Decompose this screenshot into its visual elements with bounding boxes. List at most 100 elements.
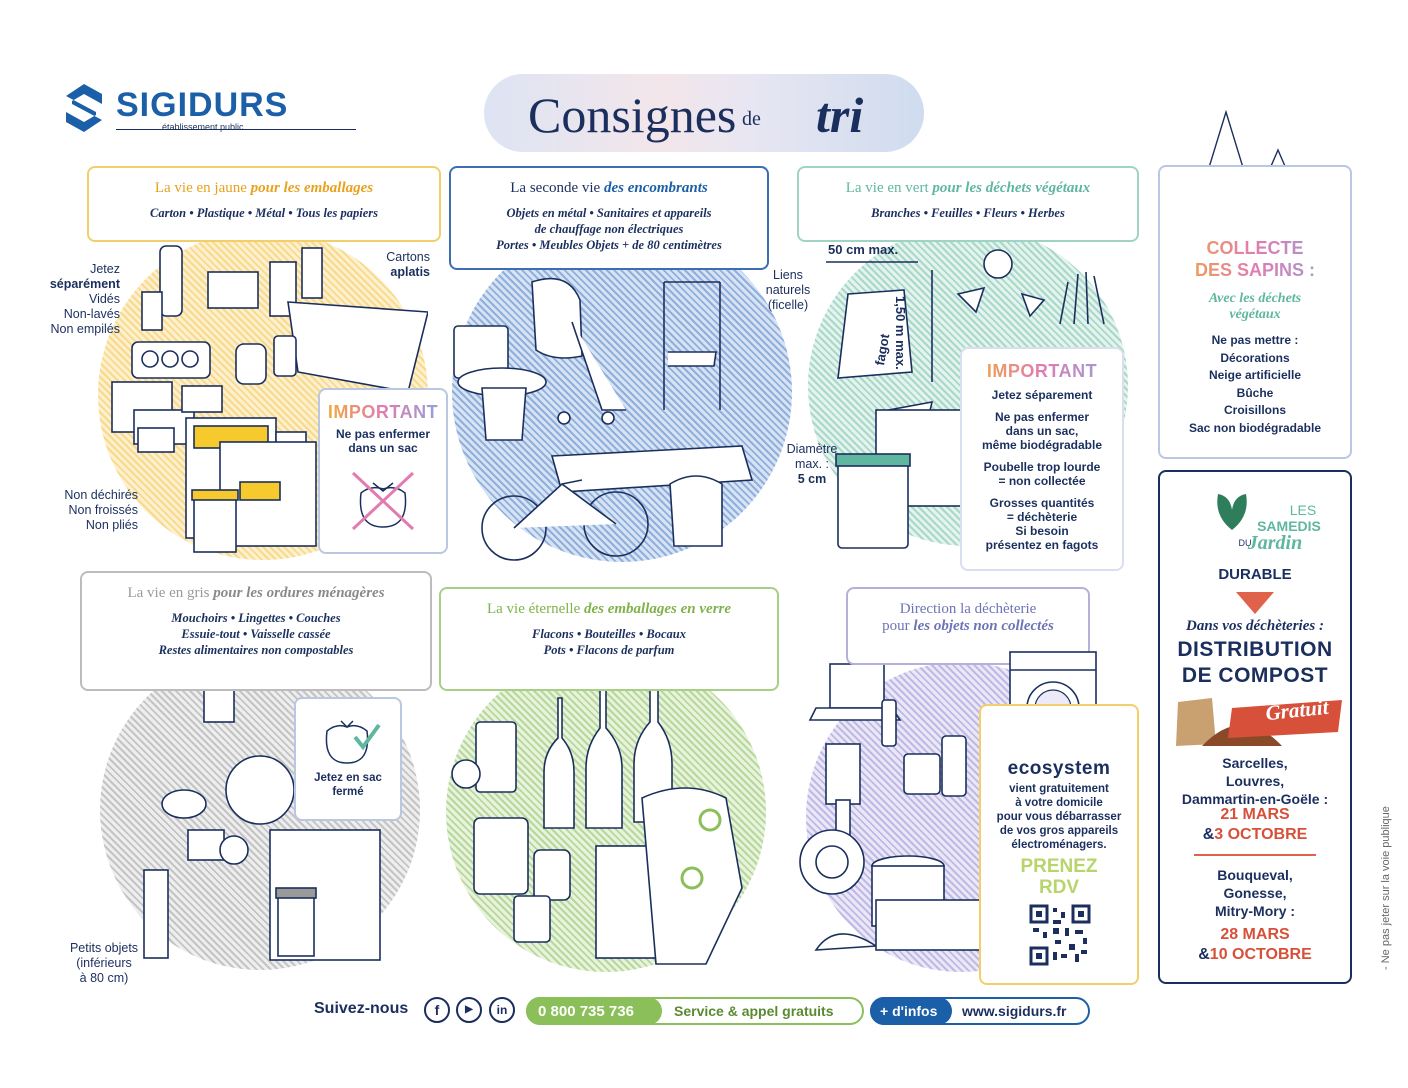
side-text-line: Non froissés [68,503,138,517]
side-text-line: Diamètre [786,442,838,456]
ecosystem-text: électroménagers. [1011,839,1107,851]
height-label: 1,50 m max. [893,296,908,370]
towns-group-1: Sarcelles, Louvres, Dammartin-en-Goële : [1160,754,1350,808]
subtitle-line: végétaux [1229,307,1281,322]
bag-text: fermé [332,786,364,798]
side-text-line: Liens [773,268,803,282]
sigidurs-logo-icon [66,84,102,132]
town-name: Bouqueval, [1217,867,1293,883]
glass-heading-plain: La vie éternelle [486,601,584,617]
important-text: même biodégradable [981,438,1103,452]
ecosystem-text: à votre domicile [1015,797,1103,809]
facebook-icon[interactable]: f [424,997,450,1023]
ecosystem-text: vient gratuitement [1009,783,1109,795]
ecosystem-text: pour vous débarrasser [996,811,1122,823]
side-text-line: Petits objets [69,941,139,955]
town-name: Dammartin-en-Goële : [1181,791,1329,807]
side-text-line: aplatis [390,265,430,279]
page-title-banner: Consignes de tri [484,74,924,152]
side-text-line: 5 cm [797,472,827,486]
glass-line-1: Flacons • Bouteilles • Bocaux [532,627,686,641]
important-title: IMPORTANT [962,361,1122,382]
bulky-header: La seconde vie des encombrants Objets en… [449,166,769,270]
recycling-heading-plain: pour [882,618,914,634]
packaging-header: La vie en jaune pour les emballages Cart… [87,166,441,242]
bulky-heading-plain: La seconde vie [510,180,604,196]
side-text-line: (ficelle) [767,298,809,312]
glass-illustration [451,669,743,965]
important-text: Poubelle trop lourde [983,460,1101,474]
side-text-line: Non empilés [50,322,120,336]
christmas-tree-title: COLLECTE DES SAPINS : [1160,237,1350,281]
important-text: Grosses quantités [989,496,1095,510]
important-text: Ne pas enfermer [335,427,431,441]
website-link[interactable]: www.sigidurs.fr [962,1003,1067,1019]
ecosystem-box: ecosystem vient gratuitement à votre dom… [979,704,1139,985]
no-bag-icon [351,471,415,531]
arrow-down-icon [1236,592,1274,614]
logo-subtitle: établissement public [162,122,244,132]
green-important-box: IMPORTANT Jetez séparement Ne pas enferm… [960,347,1124,571]
important-text: Jetez séparement [991,388,1093,402]
date-1a: 21 MARS [1220,806,1290,823]
qr-code[interactable] [1029,904,1091,966]
household-heading-plain: La vie en gris [127,585,214,601]
important-text: = déchèterie [1006,510,1078,524]
side-text-line: (inférieurs [76,956,132,970]
side-text-line: Non pliés [85,518,138,532]
packaging-side-bottom: Non déchirés Non froissés Non pliés [40,488,138,533]
packaging-illustration [111,245,428,553]
date-ampersand: & [1198,946,1210,963]
important-text: Si besoin [1015,524,1069,538]
title-tri: tri [816,87,864,143]
packaging-items: Carton • Plastique • Métal • Tous les pa… [150,206,378,220]
important-text: dans un sac, [1005,424,1079,438]
date-2a: 28 MARS [1220,926,1290,943]
green-items: Branches • Feuilles • Fleurs • Herbes [871,206,1065,220]
subtitle-line: Avec les déchets [1208,291,1302,306]
appointment-line: PRENEZ [1020,856,1098,877]
date-1b: 3 OCTOBRE [1214,826,1308,843]
household-heading-bold: pour les ordures ménagères [213,585,385,601]
glass-line-2: Pots • Flacons de parfum [543,643,675,657]
side-text-line: Jetez [90,262,120,276]
glass-header: La vie éternelle des emballages en verre… [439,587,779,691]
packaging-side-right: Cartons aplatis [364,250,430,280]
bag-text: Jetez en sac [314,772,382,784]
town-name: Sarcelles, [1222,755,1288,771]
household-header: La vie en gris pour les ordures ménagère… [80,571,432,691]
christmas-tree-list: Ne pas mettre : Décorations Neige artifi… [1160,332,1350,437]
bulky-line-2: de chauffage non électriques [534,222,684,236]
christmas-tree-collection-box: COLLECTE DES SAPINS : Avec les déchets v… [1158,165,1352,459]
side-text-line: séparément [49,277,120,291]
appointment-label[interactable]: PRENEZ RDV [981,856,1137,898]
samedis-label: SAMEDIS [1257,518,1321,534]
vertical-note-text: - Ne pas jeter sur la voie publique [1380,806,1392,970]
household-line-3: Restes alimentaires non compostables [158,643,354,657]
christmas-tree-subtitle: Avec les déchets végétaux [1160,291,1350,323]
logo-name: SIGIDURS [116,86,289,124]
diameter-label: Diamètre max. : 5 cm [782,442,842,487]
du-label: DU [1238,538,1252,548]
title-de: de [742,108,761,130]
green-heading-plain: La vie en vert [845,180,933,196]
household-waste-illustration [143,685,381,961]
linkedin-icon[interactable]: in [489,997,515,1023]
side-text-line: max. : [794,457,830,471]
household-line-2: Essuie-tout • Vaisselle cassée [181,627,331,641]
title-line: DES SAPINS : [1194,260,1316,280]
date-2b: 10 OCTOBRE [1209,946,1312,963]
recycling-heading-line-1: Direction la déchèterie [899,601,1037,617]
vertical-note: - Ne pas jeter sur la voie publique [1362,760,1392,980]
recycling-heading-bold: les objets non collectés [913,618,1054,634]
phone-pill[interactable]: 0 800 735 736 Service & appel gratuits [526,997,864,1025]
durable-label: DURABLE [1218,566,1292,583]
youtube-icon[interactable]: ▶ [456,997,482,1023]
list-item: Sac non biodégradable [1188,420,1322,435]
side-text-line: Non déchirés [64,488,138,502]
website-pill[interactable]: + d'infos www.sigidurs.fr [870,997,1090,1025]
date-ampersand: & [1202,826,1215,843]
important-text: Ne pas enfermer [994,410,1090,424]
logo-divider [116,129,356,130]
natural-ties-label: Liens naturels (ficelle) [760,268,816,313]
